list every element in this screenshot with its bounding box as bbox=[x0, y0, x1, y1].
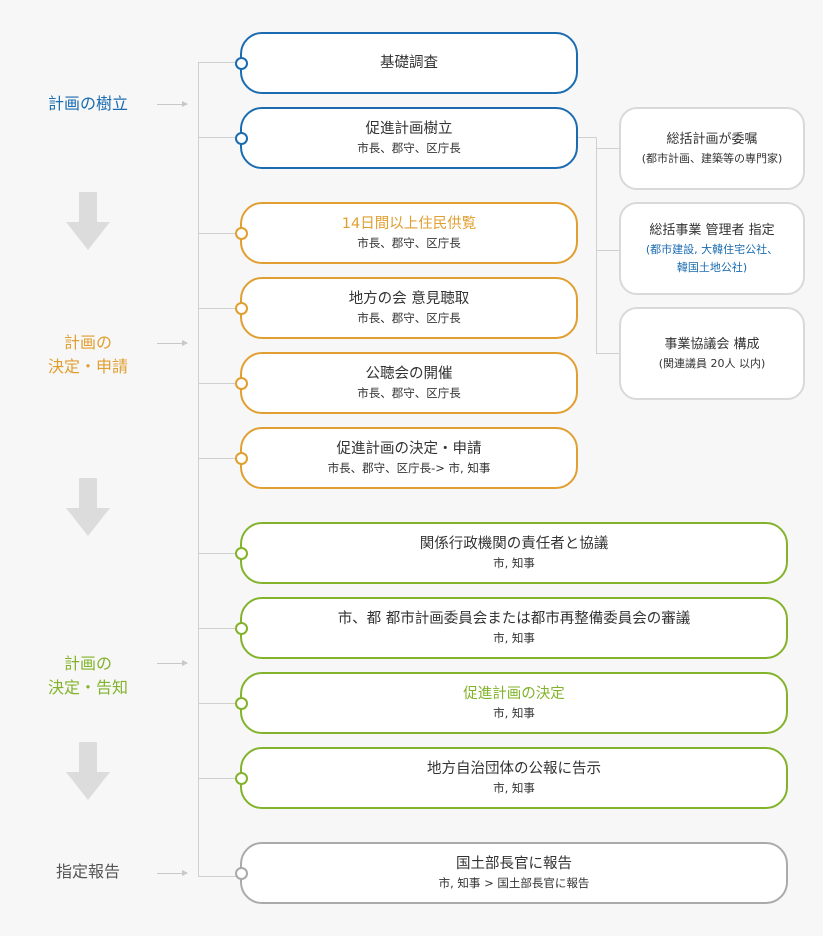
connector bbox=[198, 383, 240, 384]
step-agency-consultation: 関係行政機関の責任者と協議 市, 知事 bbox=[235, 522, 788, 584]
step-title: 促進計画の決定 bbox=[463, 686, 565, 702]
step-subtitle: 市, 知事 bbox=[493, 631, 535, 645]
node-dot bbox=[235, 866, 248, 880]
side-connector bbox=[596, 353, 620, 354]
stage-label-line: 計画の bbox=[63, 654, 112, 673]
arrow-right-icon bbox=[157, 660, 188, 666]
step-plan-decision: 促進計画の決定 市, 知事 bbox=[235, 672, 788, 734]
connector bbox=[198, 703, 240, 704]
connector bbox=[198, 876, 240, 877]
step-subtitle: 市, 知事 bbox=[493, 781, 535, 795]
step-title: 国土部長官に報告 bbox=[456, 856, 572, 872]
node-dot bbox=[235, 546, 248, 560]
connector bbox=[198, 62, 240, 63]
connector bbox=[198, 458, 240, 459]
node-dot bbox=[235, 621, 248, 635]
step-public-review: 14日間以上住民供覧 市長、郡守、区庁長 bbox=[235, 202, 578, 264]
node-dot bbox=[235, 56, 248, 70]
step-subtitle: 市, 知事 bbox=[493, 706, 535, 720]
side-note-subtitle: (都市建設, 大韓住宅公社、 bbox=[645, 242, 779, 256]
side-note-subtitle: (都市計画、建築等の専門家) bbox=[641, 151, 783, 165]
connector bbox=[198, 628, 240, 629]
side-connector bbox=[596, 250, 620, 251]
arrow-right-icon bbox=[157, 101, 188, 107]
step-title: 促進計画の決定・申請 bbox=[336, 441, 482, 457]
stage-label-line: 計画の樹立 bbox=[47, 94, 128, 113]
step-title: 促進計画樹立 bbox=[365, 121, 453, 137]
stage-label-decision-application: 計画の 決定・申請 bbox=[28, 331, 148, 379]
step-title: 関係行政機関の責任者と協議 bbox=[419, 536, 609, 552]
side-connector bbox=[578, 137, 596, 138]
node-dot bbox=[235, 376, 248, 390]
node-dot bbox=[235, 771, 248, 785]
stage-label-line: 決定・告知 bbox=[47, 678, 128, 697]
stage-label-decision-notice: 計画の 決定・告知 bbox=[28, 652, 148, 700]
side-note-title: 総括事業 管理者 指定 bbox=[649, 222, 775, 238]
side-note-planner: 総括計画が委嘱 (都市計画、建築等の専門家) bbox=[619, 107, 805, 190]
stage-label-planning: 計画の樹立 bbox=[28, 92, 148, 116]
side-connector bbox=[596, 148, 620, 149]
stage-label-report: 指定報告 bbox=[28, 860, 148, 884]
step-title: 14日間以上住民供覧 bbox=[341, 216, 477, 232]
node-dot bbox=[235, 696, 248, 710]
step-subtitle: 市, 知事 bbox=[493, 556, 535, 570]
step-subtitle: 市長、郡守、区庁長-> 市, 知事 bbox=[327, 461, 491, 475]
arrow-down-icon bbox=[66, 742, 110, 800]
stage-label-line: 指定報告 bbox=[55, 862, 120, 881]
step-subtitle: 市長、郡守、区庁長 bbox=[357, 236, 461, 250]
step-title: 基礎調査 bbox=[380, 55, 438, 71]
node-dot bbox=[235, 131, 248, 145]
step-gazette-notice: 地方自治団体の公報に告示 市, 知事 bbox=[235, 747, 788, 809]
arrow-right-icon bbox=[157, 870, 188, 876]
step-subtitle: 市長、郡守、区庁長 bbox=[357, 141, 461, 155]
step-title: 地方の会 意見聴取 bbox=[348, 291, 470, 307]
step-subtitle: 市長、郡守、区庁長 bbox=[357, 386, 461, 400]
connector bbox=[198, 233, 240, 234]
arrow-down-icon bbox=[66, 192, 110, 250]
main-connector-line bbox=[198, 62, 199, 876]
connector bbox=[198, 553, 240, 554]
node-dot bbox=[235, 451, 248, 465]
step-local-council-hearing: 地方の会 意見聴取 市長、郡守、区庁長 bbox=[235, 277, 578, 339]
arrow-right-icon bbox=[157, 340, 188, 346]
stage-label-line: 計画の bbox=[63, 333, 112, 352]
side-note-council: 事業協議会 構成 (関連議員 20人 以内) bbox=[619, 307, 805, 400]
step-basic-survey: 基礎調査 bbox=[235, 32, 578, 94]
side-connector-line bbox=[596, 137, 597, 353]
node-dot bbox=[235, 226, 248, 240]
side-note-subtitle: 韓国土地公社) bbox=[676, 260, 748, 274]
side-note-subtitle: (関連議員 20人 以内) bbox=[658, 356, 766, 370]
step-title: 市、都 都市計画委員会または都市再整備委員会の審議 bbox=[337, 611, 691, 627]
step-committee-review: 市、都 都市計画委員会または都市再整備委員会の審議 市, 知事 bbox=[235, 597, 788, 659]
step-plan-establish: 促進計画樹立 市長、郡守、区庁長 bbox=[235, 107, 578, 169]
step-title: 地方自治団体の公報に告示 bbox=[427, 761, 601, 777]
connector bbox=[198, 308, 240, 309]
step-plan-decision-application: 促進計画の決定・申請 市長、郡守、区庁長-> 市, 知事 bbox=[235, 427, 578, 489]
connector bbox=[198, 137, 240, 138]
step-subtitle: 市, 知事 > 国土部長官に報告 bbox=[438, 876, 590, 890]
step-subtitle: 市長、郡守、区庁長 bbox=[357, 311, 461, 325]
step-title: 公聴会の開催 bbox=[365, 366, 453, 382]
arrow-down-icon bbox=[66, 478, 110, 536]
node-dot bbox=[235, 301, 248, 315]
step-public-hearing: 公聴会の開催 市長、郡守、区庁長 bbox=[235, 352, 578, 414]
side-note-manager: 総括事業 管理者 指定 (都市建設, 大韓住宅公社、 韓国土地公社) bbox=[619, 202, 805, 295]
stage-label-line: 決定・申請 bbox=[47, 357, 128, 376]
side-note-title: 総括計画が委嘱 bbox=[666, 131, 758, 147]
side-note-title: 事業協議会 構成 bbox=[664, 336, 760, 352]
step-report-to-minister: 国土部長官に報告 市, 知事 > 国土部長官に報告 bbox=[235, 842, 788, 904]
connector bbox=[198, 778, 240, 779]
